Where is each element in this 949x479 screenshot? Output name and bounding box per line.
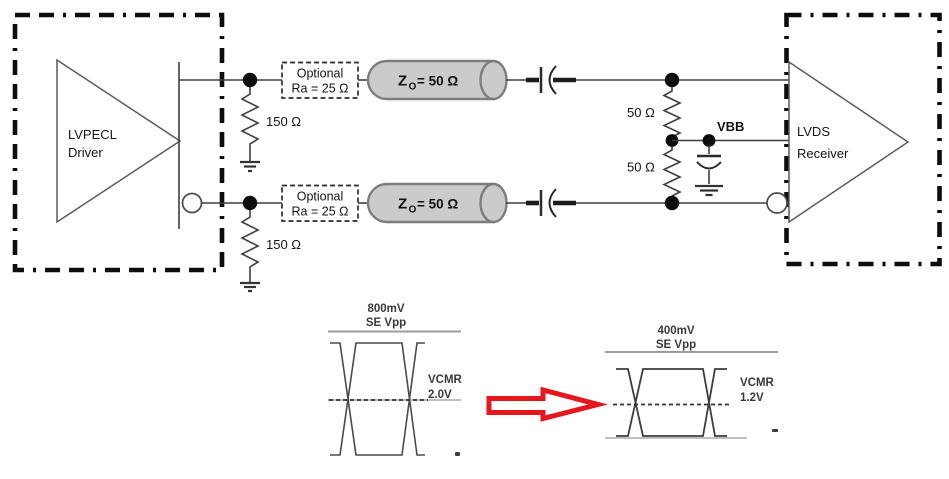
top-signal-path: 150 Ω Optional Ra = 25 Ω Z O = 50 Ω [179, 59, 789, 173]
receiver-label-line2: Receiver [797, 146, 849, 161]
eye-diagram-before: 800mV SE Vpp VCMR 2.0V [328, 303, 463, 456]
bottom-signal-path: 150 Ω Optional Ra = 25 Ω Z O = 50 Ω [202, 182, 767, 293]
transition-arrow-icon [486, 386, 608, 422]
transmission-line-bottom-endcap [479, 182, 508, 224]
eye-before-waveform-high [330, 342, 425, 456]
tline-bottom-label-value: = 50 Ω [417, 197, 458, 212]
eye-diagram-after: 400mV SE Vpp VCMR 1.2V [605, 325, 778, 439]
tline-top-label-sub: O [409, 82, 417, 93]
eye-before-title-line2: SE Vpp [366, 317, 406, 329]
junction-dot-bottom-right [664, 195, 680, 211]
receiver-termination-network: 50 Ω 50 Ω VBB [627, 72, 789, 211]
eye-after-waveform-high [616, 368, 727, 437]
ground-icon-vbb [695, 184, 723, 197]
vbb-bypass-cap-icon [696, 147, 722, 184]
stray-mark [772, 429, 778, 432]
transmission-line-top-endcap [479, 59, 508, 101]
transmission-line-top-body [366, 59, 495, 101]
lvds-receiver-block: LVDS Receiver [766, 12, 942, 267]
eye-after-vcmr-label: VCMR [740, 377, 775, 389]
resistor-150-top-label: 150 Ω [266, 114, 301, 129]
driver-label-line2: Driver [68, 145, 103, 160]
resistor-50-top [662, 87, 682, 140]
optional-ra-box-top [281, 61, 359, 99]
resistor-150-top [240, 87, 260, 161]
tline-bottom-label-z: Z [398, 196, 407, 213]
ground-icon-bottom-left [240, 281, 260, 293]
eye-before-title-line1: 800mV [367, 303, 404, 315]
resistor-50-top-label: 50 Ω [627, 105, 655, 120]
tline-bottom-label-sub: O [409, 205, 417, 216]
eye-before-vcmr-label: VCMR [428, 374, 463, 386]
tline-top-label-value: = 50 Ω [417, 74, 458, 89]
resistor-50-bottom-label: 50 Ω [627, 160, 655, 175]
junction-dot-top-right [664, 72, 680, 88]
eye-after-title-line1: 400mV [657, 325, 694, 337]
optional-label-top-line1: Optional [297, 67, 344, 81]
driver-inverting-output-circle [181, 192, 203, 214]
receiver-label-line1: LVDS [797, 124, 830, 139]
receiver-inverting-input-circle [766, 192, 788, 214]
driver-boundary-box [12, 12, 225, 273]
vbb-node-dot [702, 134, 716, 147]
eye-after-waveform-low [616, 368, 727, 437]
resistor-150-bottom [240, 210, 260, 282]
resistor-150-bottom-label: 150 Ω [266, 237, 301, 252]
optional-label-bottom-line2: Ra = 25 Ω [292, 205, 349, 219]
eye-after-title-line2: SE Vpp [656, 339, 696, 351]
resistor-50-bottom [662, 147, 682, 203]
coupling-cap-top-icon [526, 65, 576, 95]
receiver-amp-triangle-icon [788, 60, 910, 224]
junction-dot-top-left [242, 72, 258, 88]
tline-top-label-z: Z [398, 73, 407, 90]
stray-mark [455, 452, 460, 456]
eye-before-vcmr-value: 2.0V [428, 389, 452, 401]
junction-dot-bottom-left [242, 195, 258, 211]
optional-label-top-line2: Ra = 25 Ω [292, 82, 349, 96]
vbb-label: VBB [717, 119, 744, 134]
driver-label-line1: LVPECL [68, 127, 117, 142]
lvpecl-driver-block: LVPECL Driver [12, 12, 225, 273]
receiver-boundary-box [784, 12, 942, 267]
transmission-line-bottom-body [366, 182, 495, 224]
ground-icon-top-left [240, 160, 260, 173]
optional-label-bottom-line1: Optional [297, 190, 344, 204]
driver-amp-triangle-icon [56, 58, 182, 224]
eye-after-vcmr-value: 1.2V [740, 392, 764, 404]
eye-before-waveform-low [330, 342, 425, 456]
optional-ra-box-bottom [281, 184, 359, 222]
coupling-cap-bottom-icon [526, 188, 576, 218]
